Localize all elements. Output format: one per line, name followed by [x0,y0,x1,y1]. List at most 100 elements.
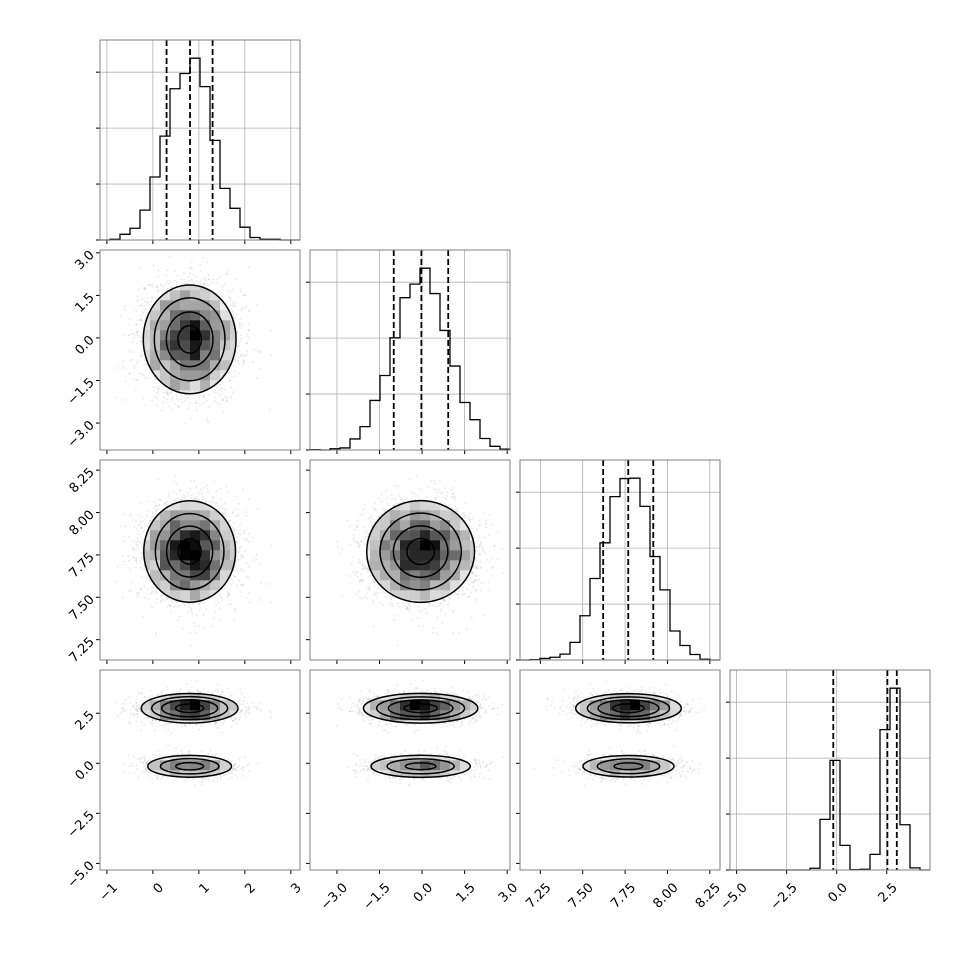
density-cell [200,320,211,331]
data-point [143,569,146,571]
data-point [140,340,142,343]
data-point [206,488,209,491]
data-point [157,390,159,393]
density-cell [150,440,160,450]
data-point [146,514,149,517]
data-point [231,391,234,394]
data-point [229,297,231,300]
density-cell [200,370,211,381]
data-point [191,280,194,283]
data-point [234,354,237,357]
data-point [139,533,142,536]
density-cell [143,390,151,394]
data-point [131,357,134,360]
data-point [226,301,228,304]
data-point [140,316,143,319]
data-point [157,289,160,292]
data-point [197,282,200,285]
data-point [200,279,203,282]
density-cell [180,320,191,331]
data-point [157,269,160,272]
data-point [151,400,153,403]
data-point [165,392,168,395]
data-point [131,519,134,522]
data-point [152,264,155,267]
data-point [151,591,154,594]
data-point [194,625,197,628]
data-point [136,295,139,298]
data-point [237,559,240,561]
data-point [190,268,193,271]
density-cell [200,330,211,341]
density-cell [200,350,211,361]
density-cell [210,340,221,351]
data-point [151,283,154,286]
data-point [240,583,243,586]
density-cell [110,360,120,370]
data-point [197,498,200,501]
data-point [195,399,198,402]
data-point [119,525,122,528]
density-cell [170,360,181,371]
data-point [143,374,146,377]
data-point [149,300,152,303]
data-point [259,350,261,353]
data-point [169,255,171,258]
data-point [116,366,119,369]
density-cell [200,260,210,270]
density-cell [170,310,181,321]
density-cell [160,400,170,410]
density-cell [190,310,201,321]
data-point [192,497,195,500]
data-point [235,313,238,316]
data-point [243,360,246,363]
data-point [128,372,131,375]
data-point [207,393,210,396]
data-point [183,272,186,275]
data-point [241,323,243,326]
data-point [226,400,228,403]
data-point [173,605,176,608]
data-point [142,530,145,533]
data-point [122,365,125,368]
data-point [235,302,237,305]
data-point [121,398,124,401]
data-point [204,276,207,279]
density-cell [220,410,230,420]
data-point [139,541,142,544]
data-point [242,570,245,573]
density-cell [200,360,211,371]
data-point [147,301,150,303]
data-point [133,364,136,367]
data-point [146,301,148,304]
data-point [218,453,220,455]
density-cell [200,290,211,301]
data-point [153,507,156,510]
data-point [161,598,164,601]
density-cell [160,370,171,381]
data-point [221,398,224,401]
data-point [133,526,136,528]
data-point [143,287,146,290]
data-point [226,595,229,598]
data-point [247,565,250,568]
density-cell [180,420,190,430]
data-point [180,278,183,281]
data-point [183,604,186,607]
data-point [215,490,218,493]
data-point [221,399,224,401]
data-point [190,607,193,610]
data-point [136,592,139,595]
data-point [174,499,177,502]
data-point [136,595,139,598]
data-point [131,341,134,344]
density-cell [160,330,171,341]
data-point [199,488,202,491]
data-point [236,558,239,561]
data-point [139,339,141,342]
data-point [146,297,149,300]
data-point [205,283,208,286]
data-point [203,282,206,285]
data-point [169,599,172,602]
data-point [136,342,139,345]
